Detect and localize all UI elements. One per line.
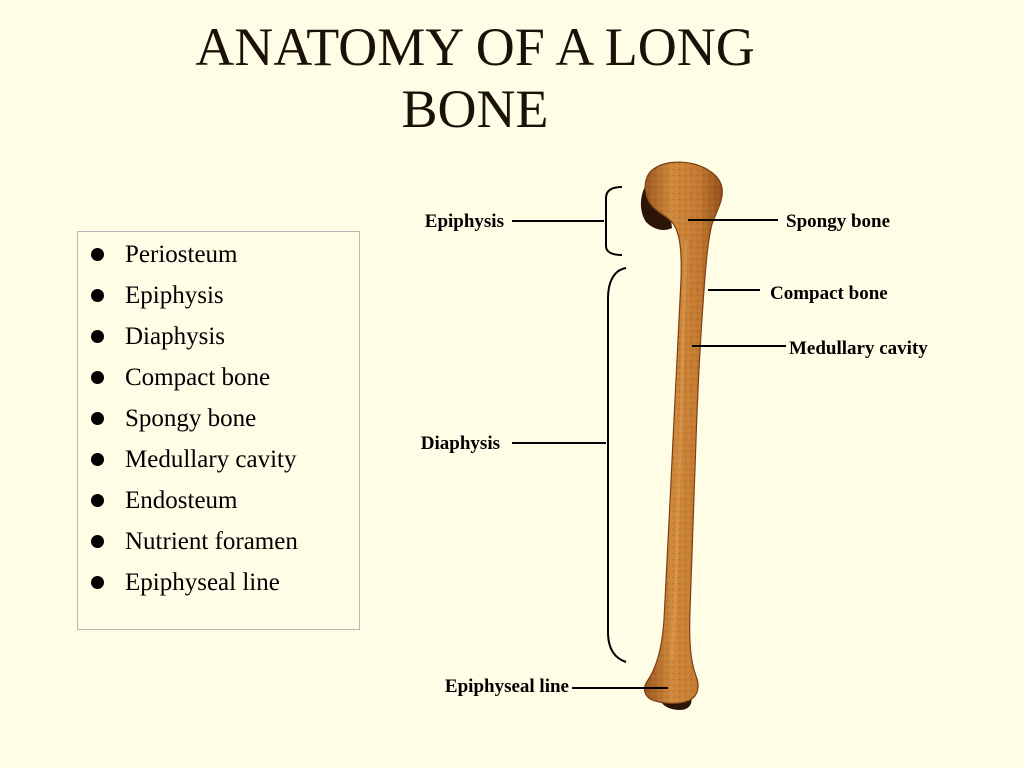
term-list-box: Periosteum Epiphysis Diaphysis Compact b…: [77, 231, 360, 630]
callout-epiphyseal-line: Epiphyseal line: [445, 676, 569, 697]
term-item-medullary-cavity: Medullary cavity: [91, 439, 298, 480]
term-label: Endosteum: [125, 487, 238, 514]
callout-spongy-bone: Spongy bone: [786, 211, 890, 232]
slide-title-line-1: ANATOMY OF A LONG: [195, 17, 755, 77]
term-label: Epiphyseal line: [125, 569, 280, 596]
bullet-icon: [91, 576, 104, 589]
term-label: Medullary cavity: [125, 446, 297, 473]
callout-epiphysis: Epiphysis: [425, 211, 504, 232]
slide-title: ANATOMY OF A LONG BONE: [0, 16, 950, 140]
term-item-epiphyseal-line: Epiphyseal line: [91, 562, 298, 603]
term-label: Compact bone: [125, 364, 271, 391]
term-label: Diaphysis: [125, 323, 225, 350]
term-list: Periosteum Epiphysis Diaphysis Compact b…: [91, 234, 298, 603]
term-item-endosteum: Endosteum: [91, 480, 298, 521]
term-item-diaphysis: Diaphysis: [91, 316, 298, 357]
diaphysis-bracket: [607, 267, 627, 663]
bullet-icon: [91, 412, 104, 425]
bullet-icon: [91, 330, 104, 343]
shaft-highlight: [670, 239, 688, 661]
term-item-epiphysis: Epiphysis: [91, 275, 298, 316]
callout-medullary-cavity: Medullary cavity: [789, 338, 928, 359]
slide-title-line-2: BONE: [401, 79, 549, 139]
epiphysis-bracket: [605, 186, 623, 256]
term-item-nutrient-foramen: Nutrient foramen: [91, 521, 298, 562]
bullet-icon: [91, 535, 104, 548]
callout-compact-bone: Compact bone: [770, 283, 888, 304]
bullet-icon: [91, 453, 104, 466]
term-label: Nutrient foramen: [125, 528, 298, 555]
bone-texture: [644, 162, 723, 704]
bullet-icon: [91, 494, 104, 507]
term-item-compact-bone: Compact bone: [91, 357, 298, 398]
term-label: Periosteum: [125, 241, 238, 268]
term-label: Spongy bone: [125, 405, 257, 432]
bone-illustration: [640, 161, 723, 710]
callout-diaphysis: Diaphysis: [421, 433, 500, 454]
term-item-periosteum: Periosteum: [91, 234, 298, 275]
bullet-icon: [91, 289, 104, 302]
term-item-spongy-bone: Spongy bone: [91, 398, 298, 439]
term-label: Epiphysis: [125, 282, 224, 309]
bullet-icon: [91, 248, 104, 261]
bullet-icon: [91, 371, 104, 384]
